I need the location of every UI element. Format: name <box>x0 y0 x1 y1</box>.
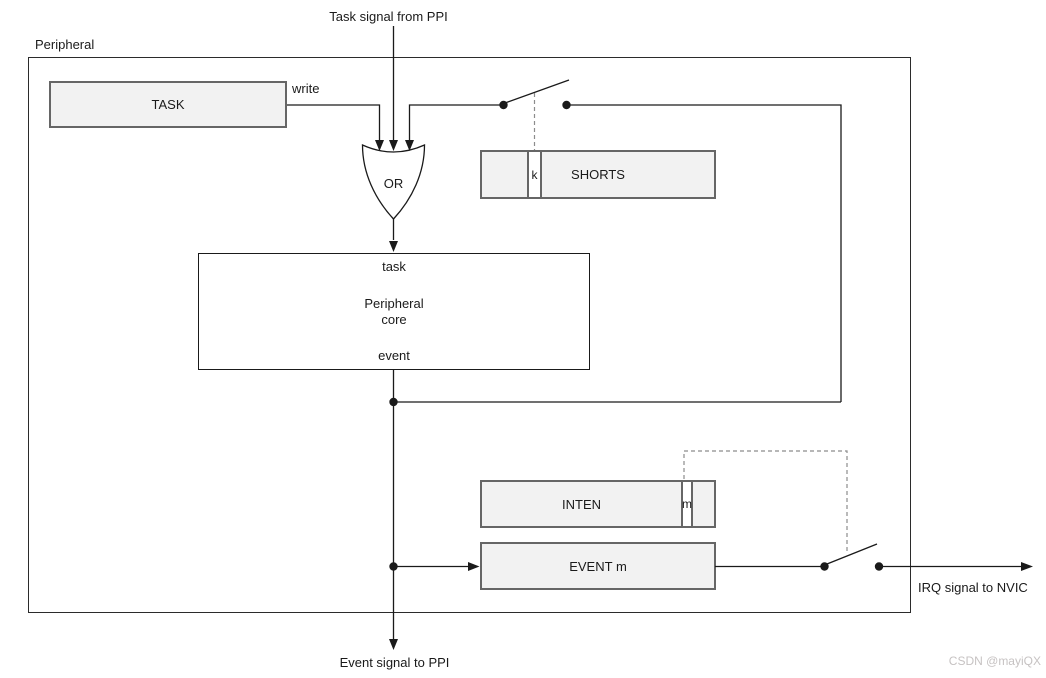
shorts-bit-cell: k <box>529 152 542 197</box>
core-event-port-label: event <box>378 348 410 363</box>
event-register-box: EVENT m <box>480 542 716 590</box>
irq-signal-to-nvic-label: IRQ signal to NVIC <box>918 580 1028 595</box>
core-task-port-label: task <box>382 259 406 274</box>
shorts-right-cell <box>542 152 714 197</box>
inten-register-cells: INTEN m <box>482 482 714 526</box>
inten-bit-cell: m <box>681 482 693 526</box>
inten-register-box: INTEN m <box>480 480 716 528</box>
shorts-register-cells: k <box>482 152 714 197</box>
task-register-label: TASK <box>151 97 185 112</box>
event-signal-to-ppi-label: Event signal to PPI <box>339 655 450 670</box>
watermark-text: CSDN @mayiQX <box>948 654 1041 668</box>
shorts-bit-label: k <box>531 167 538 182</box>
core-name-line2: core <box>381 312 407 327</box>
peripheral-label: Peripheral <box>35 37 95 52</box>
arrow-event-to-ppi <box>389 639 398 650</box>
inten-right-cell <box>693 482 714 526</box>
peripheral-boundary-box <box>28 57 911 613</box>
inten-register-label: INTEN <box>562 496 601 512</box>
inten-bit-label: m <box>682 497 692 511</box>
shorts-left-cell <box>482 152 529 197</box>
shorts-register-box: k SHORTS <box>480 150 716 199</box>
task-register-box: TASK <box>49 81 287 128</box>
core-name-line1: Peripheral <box>364 296 424 311</box>
event-register-label: EVENT m <box>569 558 627 574</box>
write-label: write <box>292 81 320 96</box>
inten-left-cell: INTEN <box>482 482 681 526</box>
task-signal-from-ppi-label: Task signal from PPI <box>329 9 448 24</box>
arrow-irq-to-nvic <box>1021 562 1033 571</box>
core-name-block: Peripheral core <box>199 296 589 328</box>
peripheral-core-box: task Peripheral core event <box>198 253 590 370</box>
